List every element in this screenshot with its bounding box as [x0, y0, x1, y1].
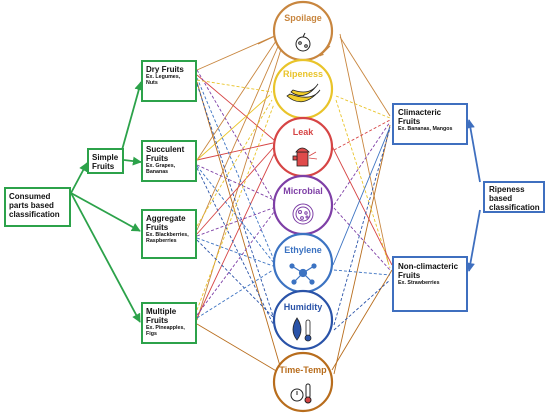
non-climacteric-fruits-examples: Ex. Strawberries	[398, 280, 440, 286]
sensor-label-time-temp: Time-Temp	[279, 365, 327, 375]
climacteric-fruits-examples: Ex. Bananas, Mangos	[398, 126, 453, 132]
multiple-fruits-examples: Ex. Pineapples, Figs	[146, 325, 185, 337]
molecule-icon	[289, 263, 317, 285]
non-climacteric-fruits-title: Non-climacteric Fruits	[398, 262, 459, 280]
consumed-parts-title: Consumed parts based classification	[9, 192, 60, 219]
simple-fruits-title: Simple Fruits	[92, 153, 119, 171]
succulent-fruits-title: Succulent Fruits	[146, 145, 185, 163]
sensor-label-microbial: Microbial	[283, 186, 323, 196]
fire-hydrant-icon	[292, 147, 318, 167]
ethylene-circle	[272, 232, 334, 294]
succulent-fruits-box: Succulent Fruits Ex. Grapes, Bananas	[141, 140, 197, 182]
sensor-label-leak: Leak	[292, 127, 314, 137]
succulent-fruits-examples: Ex. Grapes, Bananas	[146, 163, 176, 175]
time-temp-circle	[272, 351, 334, 413]
sensor-label-ethylene: Ethylene	[284, 245, 322, 255]
blue-connectors	[465, 119, 481, 272]
dry-fruits-title: Dry Fruits	[146, 65, 184, 74]
multiple-fruits-box: Multiple Fruits Ex. Pineapples, Figs	[141, 302, 197, 344]
humidity-drop-icon	[292, 317, 312, 342]
multiple-fruits-title: Multiple Fruits	[146, 307, 177, 325]
humidity-circle	[272, 289, 334, 351]
timer-thermometer-icon	[290, 383, 312, 404]
microbial-circle	[272, 174, 334, 236]
green-connectors	[70, 81, 144, 323]
dry-fruits-examples: Ex. Legumes, Nuts	[146, 74, 181, 86]
solid-links	[196, 33, 393, 375]
climacteric-fruits-box: Climacteric Fruits Ex. Bananas, Mangos	[392, 103, 468, 145]
sensor-label-ripeness: Ripeness	[282, 69, 324, 79]
consumed-parts-box: Consumed parts based classification	[4, 187, 71, 227]
aggregate-fruits-title: Aggregate Fruits	[146, 214, 186, 232]
aggregate-fruits-box: Aggregate Fruits Ex. Blackberries, Raspb…	[141, 209, 197, 259]
non-climacteric-fruits-box: Non-climacteric Fruits Ex. Strawberries	[392, 256, 468, 312]
ripeness-classification-title: Ripeness based classification	[489, 185, 540, 212]
aggregate-fruits-examples: Ex. Blackberries, Raspberries	[146, 232, 189, 244]
ripeness-classification-box: Ripeness based classification	[483, 181, 545, 213]
sensor-label-humidity: Humidity	[283, 302, 323, 312]
simple-fruits-box: Simple Fruits	[87, 148, 124, 174]
spoiled-fruit-icon	[295, 32, 311, 52]
sensor-circles	[272, 0, 334, 413]
dry-fruits-box: Dry Fruits Ex. Legumes, Nuts	[141, 60, 197, 102]
banana-icon	[286, 83, 321, 103]
climacteric-fruits-title: Climacteric Fruits	[398, 108, 442, 126]
dashed-links	[196, 69, 391, 331]
petri-dish-icon	[292, 203, 314, 225]
sensor-label-spoilage: Spoilage	[284, 13, 322, 23]
